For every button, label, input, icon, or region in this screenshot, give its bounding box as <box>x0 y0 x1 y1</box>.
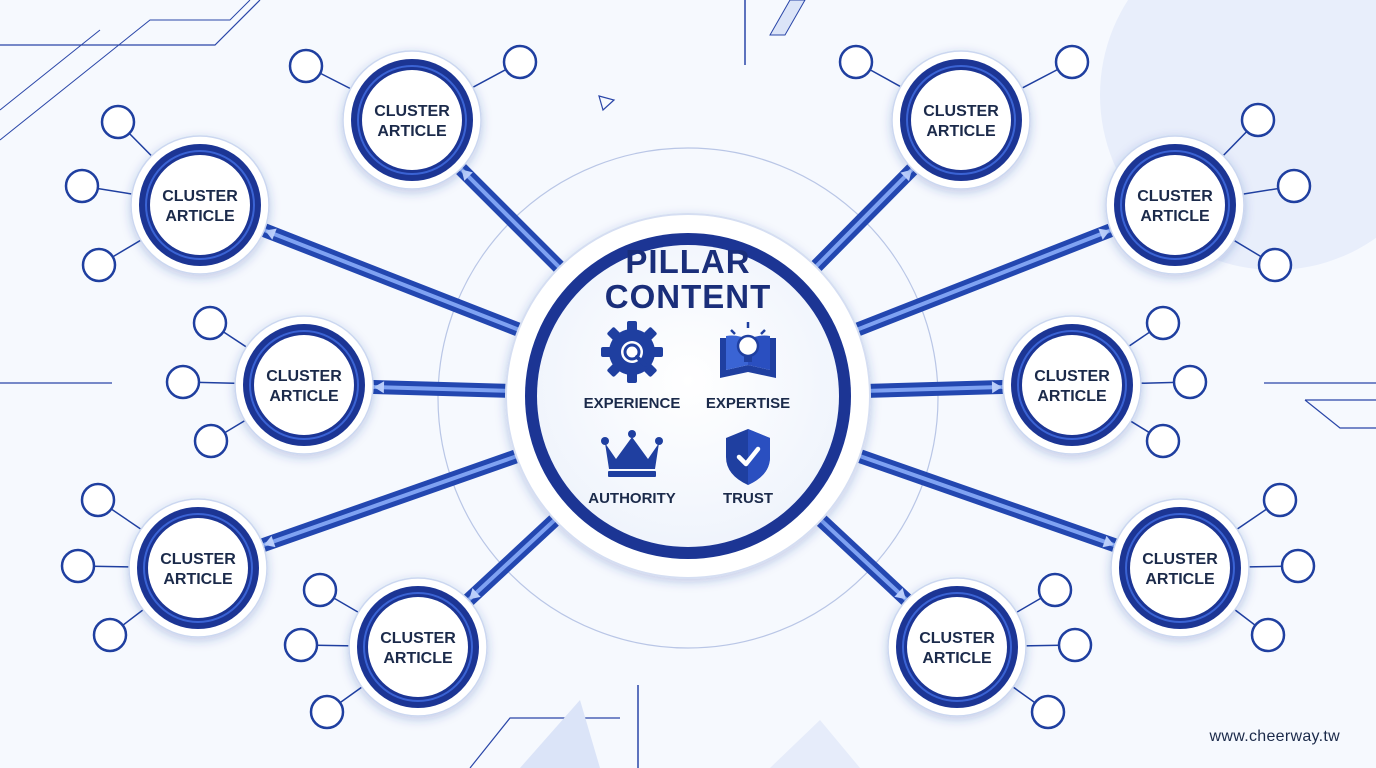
satellite-dot <box>193 423 229 459</box>
cluster-article-node <box>234 315 374 455</box>
cluster-label-line1: CLUSTER <box>1142 551 1218 568</box>
connector-beam <box>788 162 920 295</box>
cluster-label-line2: ARTICLE <box>165 208 235 225</box>
satellite-dot <box>1262 482 1298 518</box>
satellite-dot <box>81 247 117 283</box>
website-url[interactable]: www.cheerway.tw <box>1209 728 1340 745</box>
cluster-label-line1: CLUSTER <box>1034 368 1110 385</box>
satellite-dot <box>1145 305 1181 341</box>
satellite-dot <box>60 548 96 584</box>
connector-beam <box>258 222 551 348</box>
pillar-label-trust: TRUST <box>723 490 773 507</box>
cluster-article-node <box>130 135 270 275</box>
connector-beam <box>837 379 1007 399</box>
gear-search-icon <box>601 321 663 383</box>
cluster-label-line1: CLUSTER <box>1137 188 1213 205</box>
satellite-dot <box>80 482 116 518</box>
book-lightbulb-icon <box>720 322 776 378</box>
satellite-dot <box>502 44 538 80</box>
cluster-article-node <box>887 577 1027 717</box>
satellite-dot <box>1250 617 1286 653</box>
cluster-label-line2: ARTICLE <box>926 123 996 140</box>
connector-beam <box>825 222 1117 348</box>
cluster-label-line2: ARTICLE <box>383 650 453 667</box>
cluster-label-line1: CLUSTER <box>266 368 342 385</box>
satellite-dot <box>1172 364 1208 400</box>
cluster-label-line2: ARTICLE <box>1140 208 1210 225</box>
satellite-dot <box>1280 548 1316 584</box>
cluster-label-line1: CLUSTER <box>919 630 995 647</box>
cluster-article-node <box>342 50 482 190</box>
cluster-nodes: CLUSTER ARTICLE CLUSTER ARTICLE CLUSTER ARTIC… <box>128 50 1250 717</box>
cluster-label-line2: ARTICLE <box>1037 388 1107 405</box>
satellite-dot <box>165 364 201 400</box>
pillar-label-expertise: EXPERTISE <box>706 395 790 412</box>
pillar-title-line2: CONTENT <box>605 278 772 315</box>
satellite-dot <box>100 104 136 140</box>
cluster-article-node <box>1110 498 1250 638</box>
connector-beam <box>257 439 549 553</box>
cluster-label-line2: ARTICLE <box>922 650 992 667</box>
satellite-dot <box>302 572 338 608</box>
cluster-label-line1: CLUSTER <box>923 103 999 120</box>
satellite-dot <box>92 617 128 653</box>
satellite-dot <box>64 168 100 204</box>
pillar-label-experience: EXPERIENCE <box>584 395 681 412</box>
cluster-label-line2: ARTICLE <box>269 388 339 405</box>
connector-beam <box>453 161 587 295</box>
satellite-dot <box>1276 168 1312 204</box>
satellite-dot <box>309 694 345 730</box>
connector-beam <box>827 438 1121 553</box>
cluster-article-node <box>348 577 488 717</box>
cluster-label-line1: CLUSTER <box>162 188 238 205</box>
cluster-label-line1: CLUSTER <box>380 630 456 647</box>
satellite-dot <box>1030 694 1066 730</box>
cluster-label-line2: ARTICLE <box>1145 571 1215 588</box>
satellite-dot <box>1145 423 1181 459</box>
satellite-dot <box>1057 627 1093 663</box>
satellite-dot <box>838 44 874 80</box>
satellite-dot <box>1240 102 1276 138</box>
cluster-article-node <box>1105 135 1245 275</box>
satellite-dot <box>288 48 324 84</box>
pillar-title-line1: PILLAR <box>625 243 750 280</box>
pillar-label-authority: AUTHORITY <box>588 490 676 507</box>
connector-beam <box>792 493 914 608</box>
satellite-dot <box>1037 572 1073 608</box>
connector-beam <box>369 379 539 399</box>
cluster-label-line2: ARTICLE <box>163 571 233 588</box>
satellite-dot <box>192 305 228 341</box>
connector-beams <box>257 161 1121 608</box>
cluster-label-line1: CLUSTER <box>160 551 236 568</box>
satellite-dot <box>283 627 319 663</box>
crown-icon <box>601 430 663 477</box>
shield-check-icon <box>726 429 770 485</box>
cluster-label-line2: ARTICLE <box>377 123 447 140</box>
cluster-article-node <box>128 498 268 638</box>
cluster-article-node <box>1002 315 1142 455</box>
cluster-label-line1: CLUSTER <box>374 103 450 120</box>
satellite-dot <box>1054 44 1090 80</box>
cluster-article-node <box>891 50 1031 190</box>
connector-beam <box>461 493 583 608</box>
satellite-dot <box>1257 247 1293 283</box>
